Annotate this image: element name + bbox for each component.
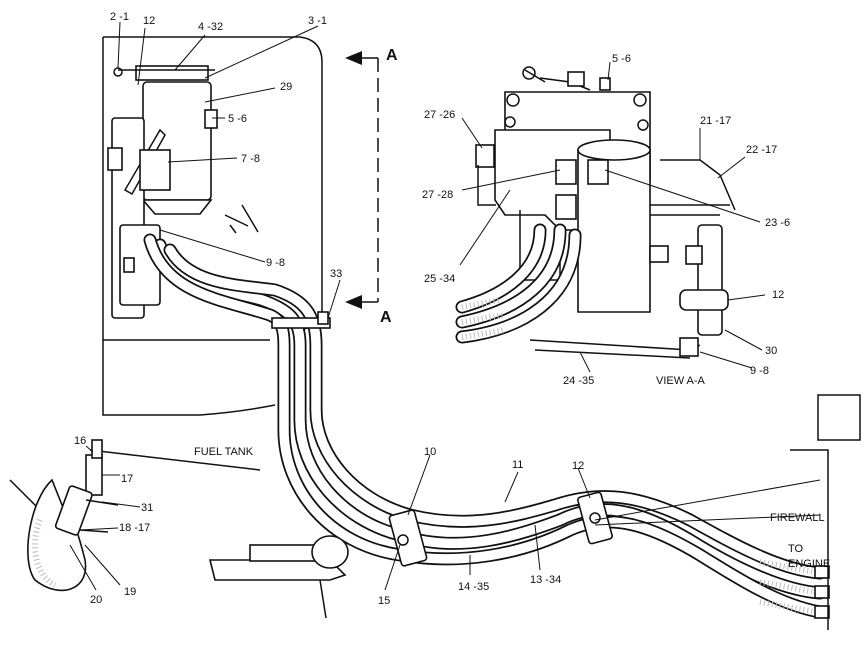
to-engine-label-line2: ENGINE xyxy=(788,558,830,570)
callout-9-8-view: 9 -8 xyxy=(750,365,769,377)
callout-14-35: 14 -35 xyxy=(458,581,489,593)
callout-12-view: 12 xyxy=(772,289,784,301)
callout-33: 33 xyxy=(330,268,342,280)
callout-25-34: 25 -34 xyxy=(424,273,455,285)
section-a-top-label: A xyxy=(386,47,398,64)
view-a-a-label: VIEW A-A xyxy=(656,375,706,387)
callout-21-17: 21 -17 xyxy=(700,115,731,127)
callout-16: 16 xyxy=(74,435,86,447)
callout-5-6-left: 5 -6 xyxy=(228,113,247,125)
callout-19: 19 xyxy=(124,586,136,598)
firewall xyxy=(594,394,861,630)
callout-22-17: 22 -17 xyxy=(746,144,777,156)
callout-15: 15 xyxy=(378,595,390,607)
filter-assembly xyxy=(107,65,259,319)
callout-3-1: 3 -1 xyxy=(308,15,327,27)
section-a-a-marker: A A xyxy=(345,47,398,326)
callout-30: 30 xyxy=(765,345,777,357)
section-a-bottom-label: A xyxy=(380,309,392,326)
callout-12-mid: 12 xyxy=(572,460,584,472)
to-engine-label-line1: TO xyxy=(788,543,804,555)
callout-23-6: 23 -6 xyxy=(765,217,790,229)
callout-13-34: 13 -34 xyxy=(530,574,561,586)
callout-labels: 2 -1 12 4 -32 3 -1 29 5 -6 7 -8 9 -8 33 … xyxy=(74,11,830,607)
callout-10: 10 xyxy=(424,446,436,458)
mounting-plate xyxy=(102,36,323,416)
tank-valve xyxy=(208,535,349,619)
callout-18-17: 18 -17 xyxy=(119,522,150,534)
drain-assembly xyxy=(9,439,261,592)
callout-2-1: 2 -1 xyxy=(110,11,129,23)
callout-27-28: 27 -28 xyxy=(422,189,453,201)
callout-12-top: 12 xyxy=(143,15,155,27)
callout-9-8-left: 9 -8 xyxy=(266,257,285,269)
callout-24-35: 24 -35 xyxy=(563,375,594,387)
callout-27-26: 27 -26 xyxy=(424,109,455,121)
leader-lines xyxy=(69,21,766,591)
callout-20: 20 xyxy=(90,594,102,606)
callout-5-6-view: 5 -6 xyxy=(612,53,631,65)
firewall-label: FIREWALL xyxy=(770,512,825,524)
callout-7-8: 7 -8 xyxy=(241,153,260,165)
callout-11: 11 xyxy=(512,459,523,471)
fuel-tank-label: FUEL TANK xyxy=(194,446,254,458)
callout-29: 29 xyxy=(280,81,292,93)
callout-17: 17 xyxy=(121,473,133,485)
callout-4-32: 4 -32 xyxy=(198,21,223,33)
hose-clamps xyxy=(388,491,830,619)
view-a-a-assembly xyxy=(455,66,736,359)
callout-31: 31 xyxy=(141,502,153,514)
